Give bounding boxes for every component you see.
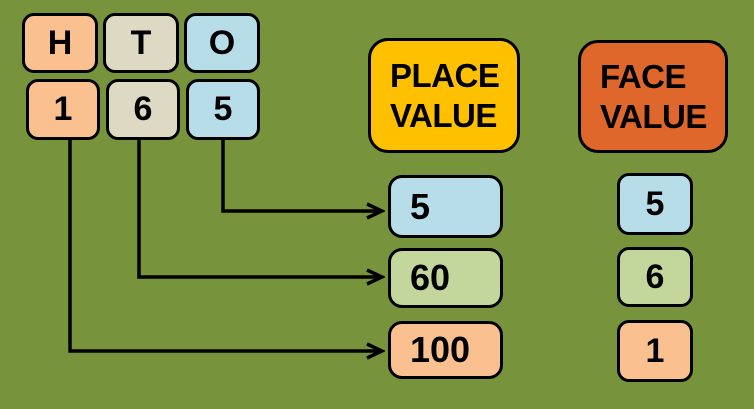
digit-box-tens: 6: [106, 79, 180, 140]
arrow-hundreds-to-place-value: [68, 140, 382, 351]
digit-box-hundreds: 1: [26, 79, 100, 140]
digit-box-ones: 5: [186, 79, 260, 140]
face-value-header-line1: FACE: [600, 57, 687, 95]
face-value-box-tens: 6: [617, 247, 693, 307]
place-value-box-ones: 5: [388, 175, 503, 238]
arrow-tens-to-place-value: [137, 139, 382, 277]
face-value-box-ones: 5: [617, 173, 693, 235]
face-value-header: FACE VALUE: [578, 40, 728, 153]
letter-box-ones: O: [184, 13, 260, 73]
arrow-ones-to-place-value: [221, 140, 382, 211]
letter-box-tens: T: [103, 13, 179, 73]
place-value-header-line1: PLACE: [390, 56, 500, 94]
place-value-header-line2: VALUE: [390, 96, 497, 134]
place-value-box-hundreds: 100: [388, 321, 503, 379]
place-value-header: PLACE VALUE: [368, 38, 520, 153]
letter-box-hundreds: H: [22, 13, 98, 73]
face-value-box-hundreds: 1: [617, 320, 693, 382]
place-value-box-tens: 60: [388, 248, 503, 308]
face-value-header-line2: VALUE: [600, 97, 707, 135]
